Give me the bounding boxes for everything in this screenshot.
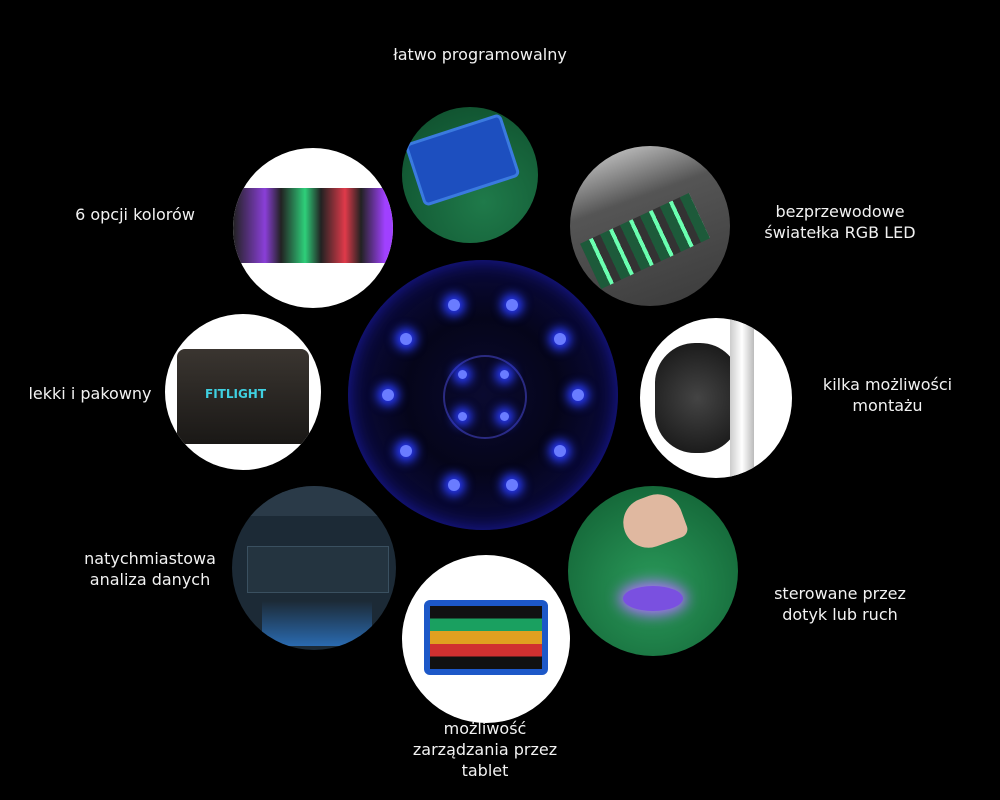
- label-line: montażu: [852, 396, 923, 415]
- feature-label-touch-motion: sterowane przez dotyk lub ruch: [755, 583, 925, 625]
- led-light: [447, 298, 460, 311]
- label-line: analiza danych: [89, 570, 211, 589]
- led-light: [400, 444, 413, 457]
- photo-touch-control: [568, 486, 738, 656]
- led-light: [500, 412, 510, 422]
- feature-label-data-analysis: natychmiastowa analiza danych: [70, 548, 230, 590]
- label-line: tablet: [461, 761, 509, 780]
- case-logo: FITLIGHT: [205, 387, 267, 401]
- label-line: światełka RGB LED: [764, 223, 916, 242]
- tablet-device: [424, 600, 548, 675]
- label-text: 6 opcji kolorów: [75, 205, 195, 224]
- label-line: natychmiastowa: [84, 549, 216, 568]
- label-text: łatwo programowalny: [393, 45, 567, 64]
- led-light: [553, 333, 566, 346]
- led-light: [506, 298, 519, 311]
- dashboard-panel: [247, 546, 389, 593]
- led-light: [553, 444, 566, 457]
- led-light: [500, 369, 510, 379]
- feature-label-programmable: łatwo programowalny: [370, 44, 590, 65]
- label-line: sterowane przez: [774, 584, 906, 603]
- tablet-image: [404, 113, 521, 207]
- photo-tablet-management: [402, 555, 570, 723]
- green-leds: [580, 192, 710, 290]
- tablet-screen: [430, 606, 542, 669]
- led-light: [382, 389, 394, 401]
- label-line: bezprzewodowe: [775, 202, 905, 221]
- feature-label-colors: 6 opcji kolorów: [50, 204, 220, 225]
- pole-image: [730, 318, 754, 478]
- feature-label-lightweight: lekki i pakowny: [5, 383, 175, 404]
- label-line: możliwość: [443, 719, 527, 738]
- label-line: dotyk lub ruch: [782, 605, 898, 624]
- hub-inner-ring: [443, 355, 527, 439]
- dashboard-chart: [262, 601, 372, 646]
- label-line: kilka możliwości: [822, 375, 953, 394]
- case-image: FITLIGHT: [177, 349, 309, 444]
- touch-light: [623, 586, 683, 611]
- feature-label-tablet-management: możliwość zarządzania przez tablet: [395, 718, 575, 781]
- photo-led-case: [570, 146, 730, 306]
- photo-carry-case: FITLIGHT: [165, 314, 321, 470]
- label-text: lekki i pakowny: [28, 384, 152, 403]
- photo-data-dashboard: [232, 486, 396, 650]
- feature-label-wireless-rgb: bezprzewodowe światełka RGB LED: [745, 201, 935, 243]
- photo-mounting: [640, 318, 792, 478]
- mount-image: [655, 343, 740, 453]
- label-line: zarządzania przez: [412, 740, 558, 759]
- led-light: [572, 389, 584, 401]
- led-light: [447, 479, 460, 492]
- led-light: [400, 333, 413, 346]
- photo-color-lights: [233, 148, 393, 308]
- central-light-unit: [348, 260, 618, 530]
- led-light: [457, 412, 467, 422]
- dashboard-header: [232, 486, 396, 516]
- lights-strip: [233, 188, 393, 263]
- led-light: [457, 369, 467, 379]
- feature-label-mounting: kilka możliwości montażu: [800, 374, 975, 416]
- hand-image: [616, 487, 690, 555]
- photo-tablet-programming: [402, 107, 538, 243]
- led-light: [506, 479, 519, 492]
